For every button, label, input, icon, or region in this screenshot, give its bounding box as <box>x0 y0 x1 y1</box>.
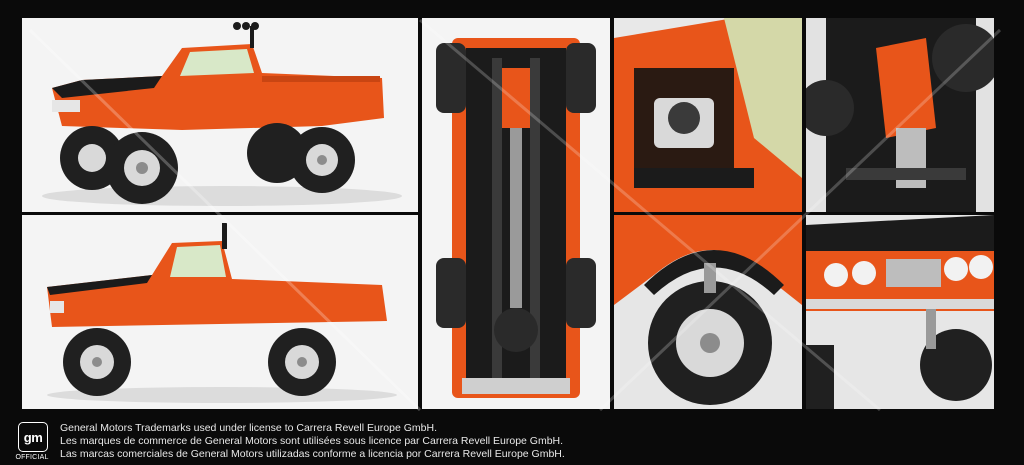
photo-wheel-detail <box>614 215 802 409</box>
legal-line-fr: Les marques de commerce de General Motor… <box>60 435 564 447</box>
legal-notice: General Motors Trademarks used under lic… <box>60 422 565 461</box>
legal-footer: gm OFFICIAL General Motors Trademarks us… <box>0 414 1024 465</box>
front-grille-illustration <box>806 215 994 409</box>
photo-truck-underside <box>422 18 610 409</box>
gm-logo-caption: OFFICIAL <box>15 454 49 461</box>
gm-logo: gm <box>18 422 48 452</box>
photo-truck-side <box>22 215 418 409</box>
truck-three-quarter-illustration <box>42 22 402 206</box>
photo-engine-bay <box>614 18 802 212</box>
legal-line-es: Las marcas comerciales de General Motors… <box>60 448 565 460</box>
truck-side-illustration <box>47 223 397 403</box>
truck-underside-illustration <box>436 38 596 398</box>
photo-truck-three-quarter <box>22 18 418 212</box>
photo-chassis-detail <box>806 18 994 212</box>
chassis-detail-illustration <box>806 18 994 212</box>
legal-line-en: General Motors Trademarks used under lic… <box>60 422 437 434</box>
wheel-detail-illustration <box>614 215 802 409</box>
engine-bay-illustration <box>614 18 802 212</box>
photo-front-grille <box>806 215 994 409</box>
